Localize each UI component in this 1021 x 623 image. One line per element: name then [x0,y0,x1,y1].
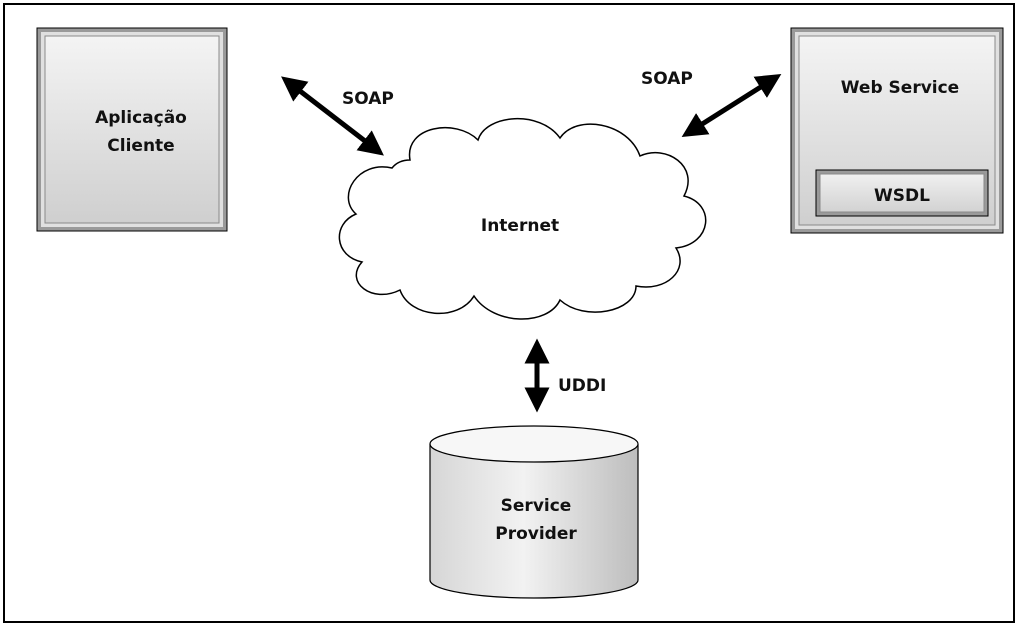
service-soap-label: SOAP [641,69,693,89]
client-label-line1: Aplicação [95,108,187,128]
client-application-box: Aplicação Cliente [36,27,228,232]
client-soap-label: SOAP [342,89,394,109]
client-label-line2: Cliente [107,136,174,156]
wsdl-box: WSDL [815,169,989,217]
internet-cloud: Internet [338,117,707,320]
provider-label-line1: Service [501,496,572,516]
uddi-label: UDDI [558,376,606,396]
internet-label: Internet [481,216,559,236]
provider-label-line2: Provider [495,524,577,544]
service-provider-cylinder: Service Provider [429,425,639,599]
internet-webservice-arrow [681,73,782,138]
web-services-diagram: Aplicação Cliente Web Service WSDL Inter… [36,27,1004,599]
web-service-title: Web Service [841,78,959,98]
wsdl-label: WSDL [874,186,930,206]
web-service-box: Web Service WSDL [790,27,1004,234]
client-internet-arrow [281,76,384,156]
